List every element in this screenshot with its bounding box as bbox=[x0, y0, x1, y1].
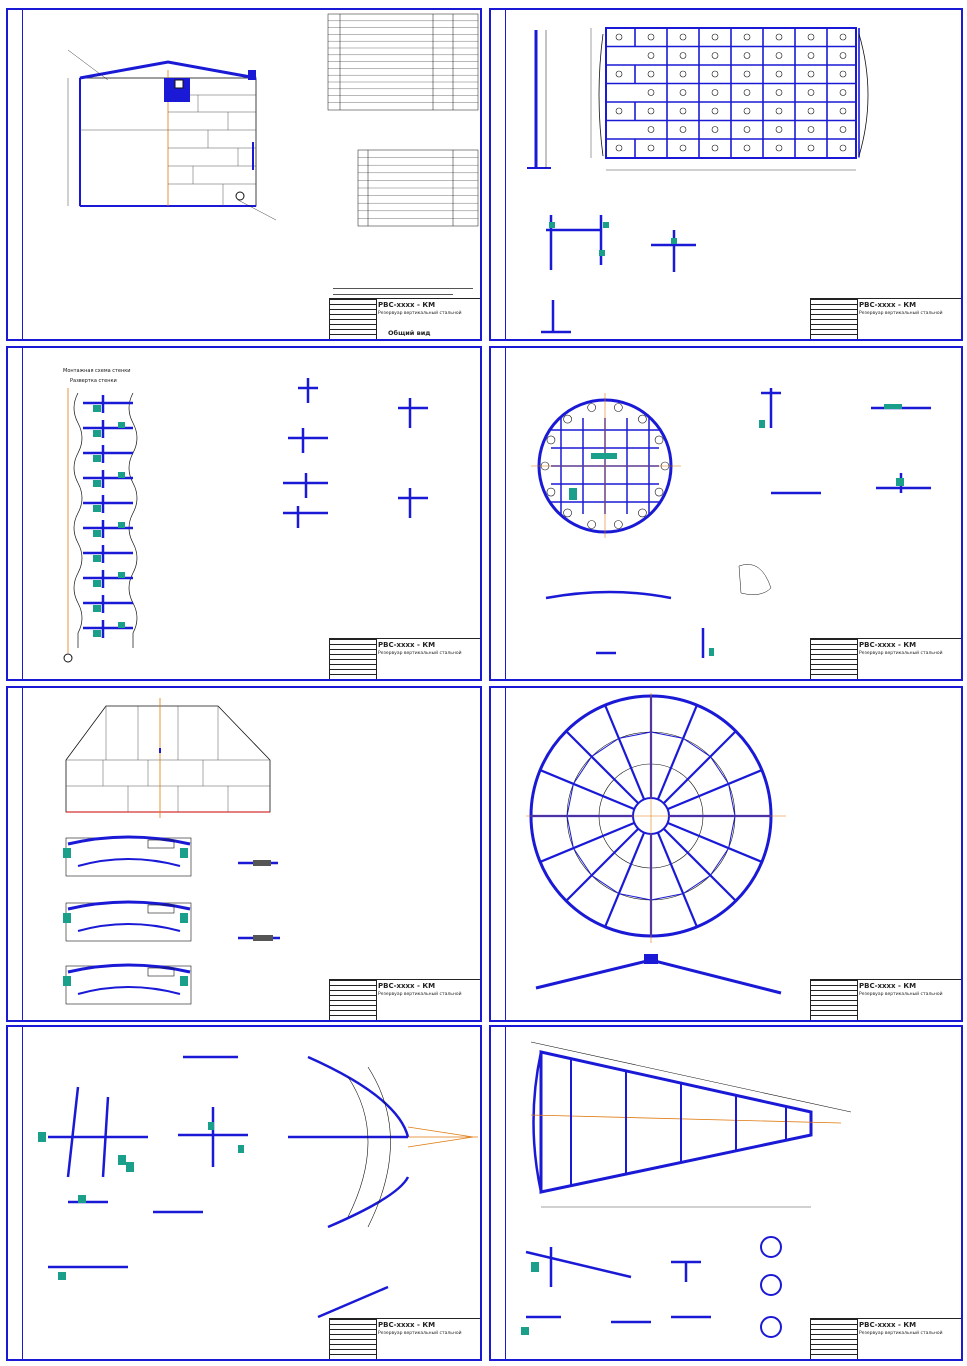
project-line: Резервуар вертикальный стальной bbox=[378, 992, 462, 997]
sheet-4[interactable]: РВС-хххх - КМ Резервуар вертикальный ста… bbox=[489, 346, 963, 681]
binding-strip bbox=[491, 10, 506, 339]
general-view-drawing bbox=[67, 13, 479, 295]
wall-assembly-drawing bbox=[63, 378, 428, 663]
roof-node-details-drawing bbox=[38, 1055, 478, 1319]
drawing-code: РВС-хххх - КМ bbox=[378, 301, 436, 309]
binding-strip bbox=[491, 348, 506, 679]
drawing-code: РВС-хххх - КМ bbox=[378, 641, 436, 649]
title-block-grid bbox=[811, 299, 858, 339]
drawing-code: РВС-хххх - КМ bbox=[378, 1321, 436, 1329]
title-block-grid bbox=[811, 980, 858, 1020]
project-line: Резервуар вертикальный стальной bbox=[859, 651, 943, 656]
sheet-5[interactable]: РВС-хххх - КМ Резервуар вертикальный ста… bbox=[6, 686, 482, 1022]
binding-strip bbox=[8, 1027, 23, 1359]
binding-strip bbox=[8, 688, 23, 1020]
project-line: Резервуар вертикальный стальной bbox=[859, 992, 943, 997]
sheet-2[interactable]: РВС-хххх - КМ Резервуар вертикальный ста… bbox=[489, 8, 963, 341]
binding-strip bbox=[8, 348, 23, 679]
sheet-caption: Монтажная схема стенки bbox=[63, 368, 131, 374]
drawing-code: РВС-хххх - КМ bbox=[859, 641, 917, 649]
drawing-code: РВС-хххх - КМ bbox=[378, 982, 436, 990]
title-block: РВС-хххх - КМ Резервуар вертикальный ста… bbox=[810, 638, 961, 679]
title-block: РВС-хххх - КМ Резервуар вертикальный ста… bbox=[329, 638, 480, 679]
binding-strip bbox=[8, 10, 23, 339]
project-line: Резервуар вертикальный стальной bbox=[378, 1331, 462, 1336]
drawing-code: РВС-хххх - КМ bbox=[859, 982, 917, 990]
title-block: РВС-хххх - КМ Резервуар вертикальный ста… bbox=[810, 979, 961, 1020]
sheet-1[interactable]: РВС-хххх - КМ Резервуар вертикальный ста… bbox=[6, 8, 482, 341]
title-block: РВС-хххх - КМ Резервуар вертикальный ста… bbox=[329, 1318, 480, 1359]
bottom-layout-drawing bbox=[527, 27, 869, 334]
project-line: Резервуар вертикальный стальной bbox=[378, 651, 462, 656]
project-line: Резервуар вертикальный стальной bbox=[859, 311, 943, 316]
shell-development-drawing bbox=[63, 698, 280, 1005]
title-block: РВС-хххх - КМ Резервуар вертикальный ста… bbox=[329, 979, 480, 1020]
title-block-grid bbox=[330, 299, 377, 339]
sheet-name: Общий вид bbox=[388, 329, 431, 337]
project-line: Резервуар вертикальный стальной bbox=[859, 1331, 943, 1336]
plan-details-drawing bbox=[531, 388, 931, 658]
sheet-7[interactable]: РВС-хххх - КМ Резервуар вертикальный ста… bbox=[6, 1025, 482, 1361]
binding-strip bbox=[491, 688, 506, 1020]
title-block-grid bbox=[330, 1319, 377, 1359]
roof-panel-drawing bbox=[521, 1041, 852, 1338]
drawing-code: РВС-хххх - КМ bbox=[859, 301, 917, 309]
title-block: РВС-хххх - КМ Резервуар вертикальный ста… bbox=[329, 298, 480, 339]
binding-strip bbox=[491, 1027, 506, 1359]
sheet-subcaption: Развертка стенки bbox=[70, 378, 117, 384]
sheet-8[interactable]: РВС-хххх - КМ Резервуар вертикальный ста… bbox=[489, 1025, 963, 1361]
title-block-grid bbox=[811, 1319, 858, 1359]
title-block-grid bbox=[330, 639, 377, 679]
roof-plan-drawing bbox=[526, 693, 786, 995]
drawing-code: РВС-хххх - КМ bbox=[859, 1321, 917, 1329]
project-line: Резервуар вертикальный стальной bbox=[378, 311, 462, 316]
sheet-6[interactable]: РВС-хххх - КМ Резервуар вертикальный ста… bbox=[489, 686, 963, 1022]
title-block-grid bbox=[811, 639, 858, 679]
title-block: РВС-хххх - КМ Резервуар вертикальный ста… bbox=[810, 298, 961, 339]
sheet-3[interactable]: Монтажная схема стенки Развертка стенки … bbox=[6, 346, 482, 681]
title-block: РВС-хххх - КМ Резервуар вертикальный ста… bbox=[810, 1318, 961, 1359]
title-block-grid bbox=[330, 980, 377, 1020]
